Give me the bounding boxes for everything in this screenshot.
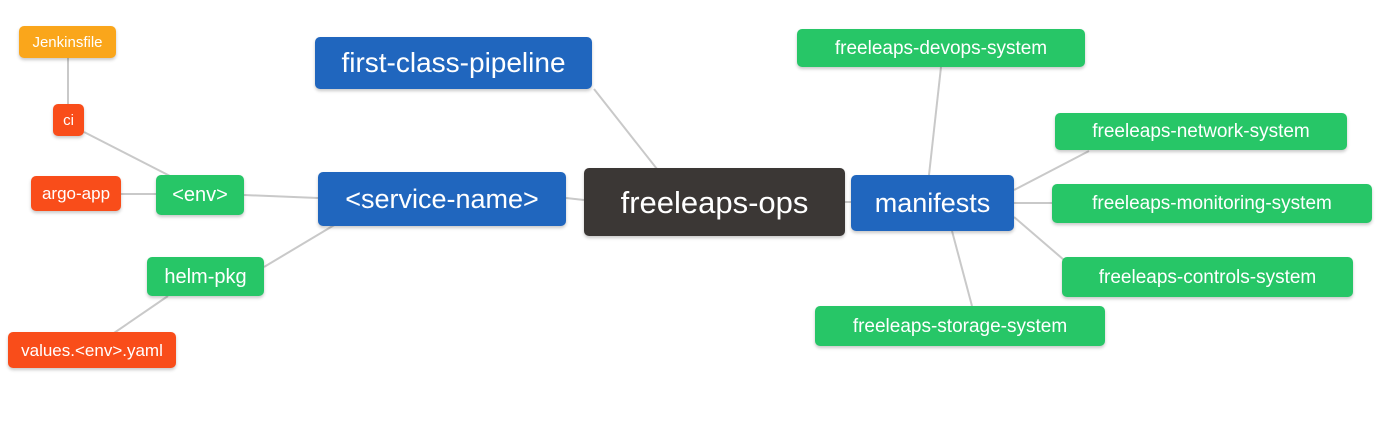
edge-manifests-storage <box>951 230 973 307</box>
node-freeleaps-network-system[interactable]: freeleaps-network-system <box>1055 113 1347 150</box>
edge-manifests-devops <box>928 66 942 176</box>
node-freeleaps-storage-system[interactable]: freeleaps-storage-system <box>815 306 1105 346</box>
edge-ci-env <box>83 131 171 177</box>
node-ci[interactable]: ci <box>53 104 84 136</box>
node-freeleaps-ops[interactable]: freeleaps-ops <box>584 168 845 236</box>
node-jenkinsfile[interactable]: Jenkinsfile <box>19 26 116 58</box>
node-env[interactable]: <env> <box>156 175 244 215</box>
node-values-env-yaml[interactable]: values.<env>.yaml <box>8 332 176 368</box>
node-freeleaps-monitoring-system[interactable]: freeleaps-monitoring-system <box>1052 184 1372 223</box>
edge-values-helm-pkg <box>113 295 169 334</box>
node-freeleaps-controls-system[interactable]: freeleaps-controls-system <box>1062 257 1353 297</box>
edge-env-service-name <box>243 194 319 199</box>
node-helm-pkg[interactable]: helm-pkg <box>147 257 264 296</box>
edge-pipeline-freeleaps-ops <box>593 88 658 170</box>
node-service-name[interactable]: <service-name> <box>318 172 566 226</box>
edge-service-name-freeleaps-ops <box>565 197 585 201</box>
node-first-class-pipeline[interactable]: first-class-pipeline <box>315 37 592 89</box>
node-argo-app[interactable]: argo-app <box>31 176 121 211</box>
node-freeleaps-devops-system[interactable]: freeleaps-devops-system <box>797 29 1085 67</box>
edge-manifests-controls <box>1013 216 1065 261</box>
node-manifests[interactable]: manifests <box>851 175 1014 231</box>
edge-helm-pkg-service-name <box>263 223 337 268</box>
